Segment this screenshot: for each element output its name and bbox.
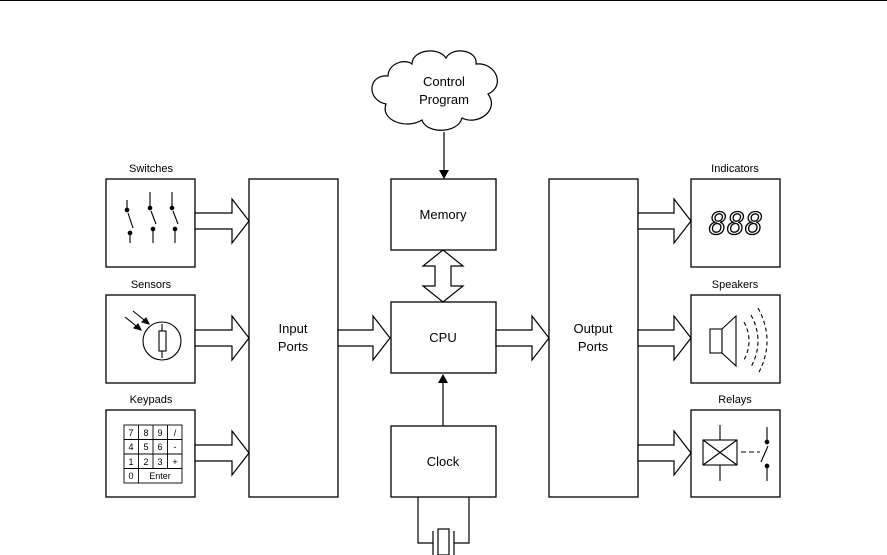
switches-label: Switches — [129, 163, 174, 175]
sensors-label: Sensors — [131, 279, 172, 291]
crystal-oscillator — [417, 497, 470, 555]
photo-sensor-icon — [124, 310, 182, 361]
keypad-key: 0 — [128, 471, 133, 481]
memory-label: Memory — [420, 207, 467, 222]
input-ports-label-2: Ports — [278, 339, 309, 354]
keypads-label: Keypads — [130, 394, 173, 406]
output-to-indicators-arrow — [637, 197, 692, 245]
input-ports-label-1: Input — [279, 321, 308, 336]
cpu-to-output-arrow — [495, 314, 550, 362]
keypad-key: 5 — [143, 442, 148, 452]
program-to-memory-arrowhead — [439, 170, 449, 179]
keypads-to-input-arrow — [194, 429, 250, 477]
keypad-key: 3 — [157, 457, 162, 467]
indicators-label: Indicators — [711, 163, 759, 175]
output-to-relays-arrow — [637, 429, 692, 477]
keypad-key: / — [174, 428, 177, 438]
cpu-label: CPU — [429, 330, 456, 345]
indicators-box — [690, 178, 781, 268]
relays-label: Relays — [718, 394, 752, 406]
sensors-to-input-arrow — [194, 314, 250, 362]
clock-to-cpu-arrowhead — [438, 374, 448, 383]
keypad-key: 1 — [128, 457, 133, 467]
memory-cpu-bus-arrow — [421, 249, 465, 303]
keypad-key: - — [174, 442, 177, 452]
switches-icon — [124, 192, 179, 243]
keypad-key: + — [172, 457, 177, 467]
output-ports-block — [548, 178, 639, 498]
speaker-icon — [709, 307, 768, 375]
output-to-speakers-arrow — [637, 314, 692, 362]
relay-icon — [702, 425, 770, 481]
output-ports-label-2: Ports — [578, 339, 609, 354]
speakers-label: Speakers — [712, 279, 759, 291]
output-ports-label-1: Output — [573, 321, 612, 336]
keypad-key-enter: Enter — [149, 471, 171, 481]
control-program-label-1: Control — [423, 74, 465, 89]
clock-block — [390, 425, 497, 498]
memory-block — [390, 178, 497, 251]
keypad-key: 2 — [143, 457, 148, 467]
input-to-cpu-arrow — [337, 314, 391, 362]
clock-label: Clock — [427, 454, 460, 469]
control-program-label-2: Program — [419, 92, 469, 107]
keypad-key: 7 — [128, 428, 133, 438]
switches-to-input-arrow — [194, 197, 250, 245]
keypad-key: 9 — [157, 428, 162, 438]
control-program-cloud: Control Program — [371, 50, 498, 131]
keypad-key: 4 — [128, 442, 133, 452]
keypad-grid — [123, 424, 183, 484]
keypad-keys: 7 8 9 / 4 5 6 - 1 2 3 + 0 Enter — [128, 428, 177, 481]
input-ports-block — [248, 178, 339, 498]
keypads-box — [105, 409, 196, 498]
seven-segment-display: 888 — [709, 207, 763, 242]
keypad-key: 6 — [157, 442, 162, 452]
keypad-key: 8 — [143, 428, 148, 438]
